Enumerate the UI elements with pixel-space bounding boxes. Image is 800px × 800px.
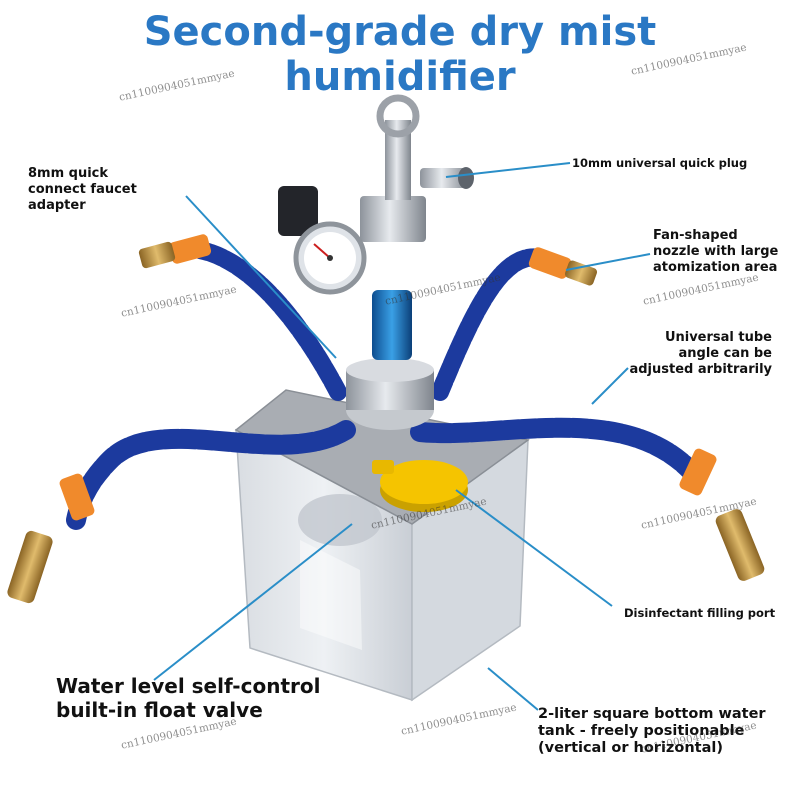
- label-faucet-adapter: 8mm quick connect faucet adapter: [28, 166, 137, 214]
- label-universal-tube: Universal tube angle can be adjusted arb…: [629, 330, 772, 378]
- label-filling-port: Disinfectant filling port: [624, 606, 776, 620]
- regulator-body: [360, 196, 426, 242]
- label-fan-nozzle-line: Fan-shaped: [653, 228, 738, 243]
- label-water-tank-line: 2-liter square bottom water: [538, 706, 766, 722]
- label-universal-tube-line: adjusted arbitrarily: [629, 362, 772, 377]
- label-water-tank-line: (vertical or horizontal): [538, 740, 723, 756]
- atomizer-head: [278, 94, 474, 430]
- label-universal-tube-line: angle can be: [678, 346, 772, 361]
- filling-port-cap: [372, 460, 468, 512]
- pressure-regulator: [278, 186, 318, 236]
- label-faucet-adapter-line: connect faucet: [28, 182, 137, 197]
- callout-lines: [153, 162, 651, 711]
- label-float-valve-line: built-in float valve: [56, 698, 263, 722]
- lifting-ring: [376, 94, 420, 138]
- label-faucet-adapter-line: 8mm quick: [28, 166, 109, 181]
- label-fan-nozzle: Fan-shaped nozzle with large atomization…: [653, 228, 778, 276]
- label-fan-nozzle-line: atomization area: [653, 260, 778, 275]
- label-faucet-adapter-line: adapter: [28, 198, 86, 213]
- title-line-2: humidifier: [284, 54, 516, 100]
- label-fan-nozzle-line: nozzle with large: [653, 244, 779, 259]
- label-water-tank-line: tank - freely positionable: [538, 723, 745, 739]
- float-valve: [298, 494, 382, 546]
- quick-plug: [420, 168, 468, 188]
- title-line-1: Second-grade dry mist: [143, 9, 657, 55]
- nozzles: [7, 234, 765, 604]
- label-universal-tube-line: Universal tube: [664, 330, 772, 345]
- label-water-tank: 2-liter square bottom water tank - freel…: [538, 706, 766, 757]
- label-quick-plug: 10mm universal quick plug: [572, 156, 748, 170]
- label-float-valve: Water level self-control built-in float …: [56, 674, 320, 722]
- water-tank: [235, 428, 529, 702]
- label-float-valve-line: Water level self-control: [56, 674, 321, 698]
